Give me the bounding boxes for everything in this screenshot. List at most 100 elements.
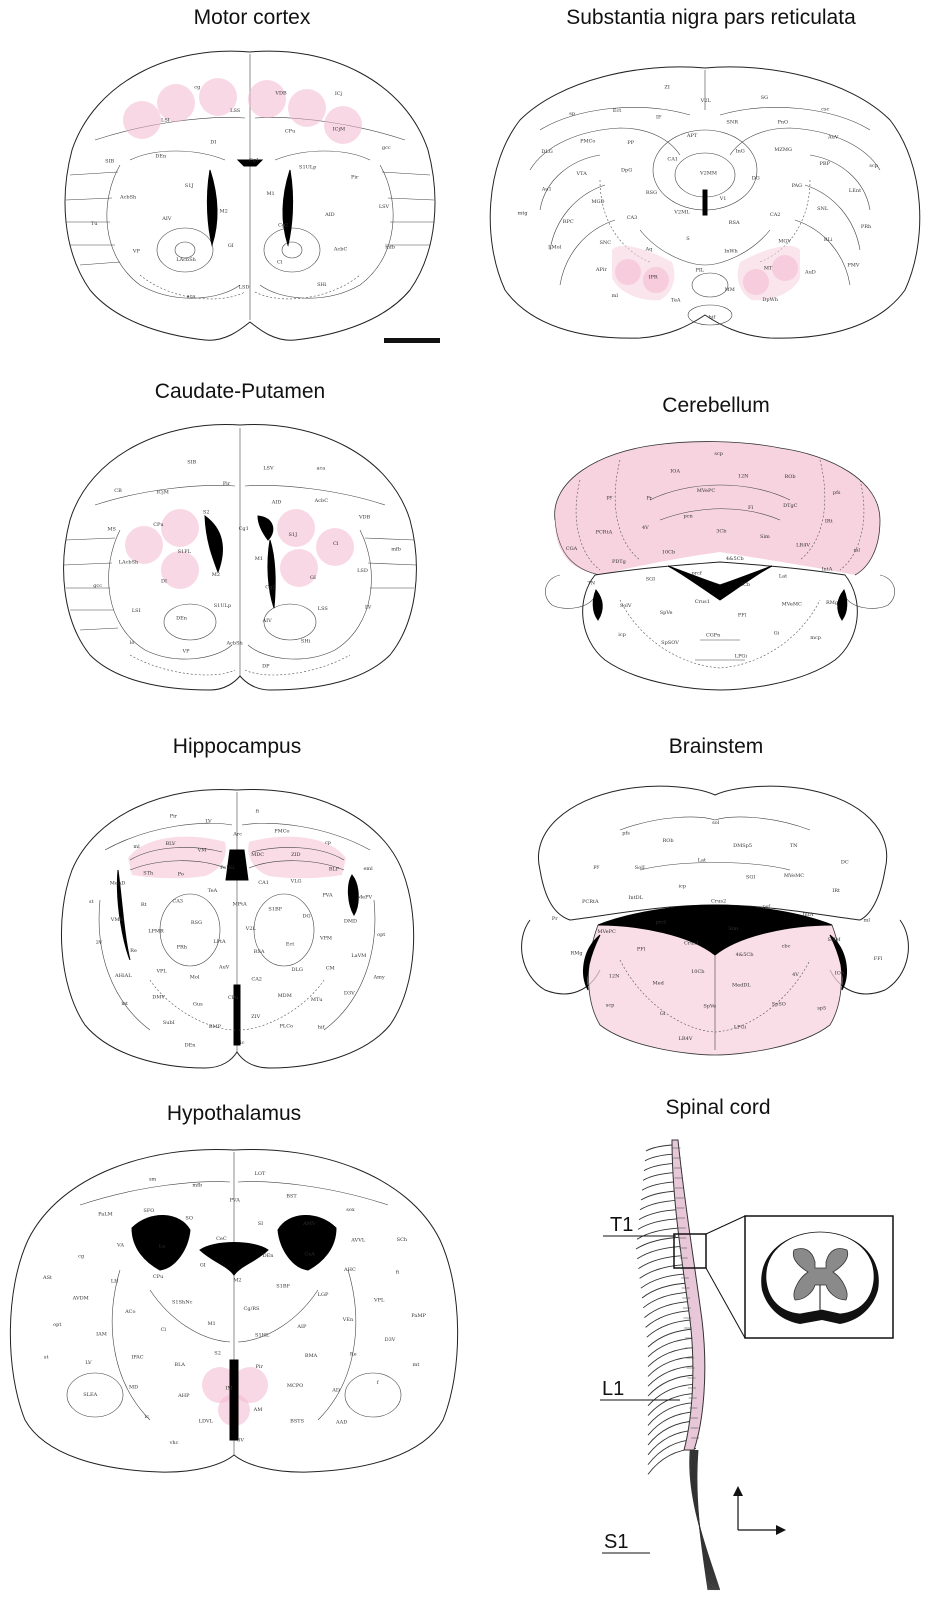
region-label: IF [656,115,662,121]
region-label: scp [869,163,878,169]
region-label: ml [864,918,871,924]
region-label: LSI [161,117,170,123]
region-label: SpSOV [661,640,679,646]
region-label: vhc [169,1440,179,1446]
region-label: Cg1 [249,158,259,164]
region-label: Lat [698,858,706,864]
region-label: LGP [318,1292,329,1298]
region-label: M2 [220,209,228,215]
region-label: BSTS [290,1418,304,1424]
region-label: V2L [700,98,712,104]
region-label: RMg [571,951,584,957]
region-label: SCh [397,1237,408,1243]
region-label: MVeMC [782,602,802,608]
spinal-nerve [648,1384,696,1406]
region-label: CPu [228,995,239,1001]
region-label: VM [197,848,207,854]
region-label: SolM [828,937,841,943]
spinal-nerve [637,1246,685,1259]
region-label: LH [111,1278,119,1284]
region-label: hif [709,314,717,320]
region-label: icp [678,883,686,889]
region-label: CA1 [258,880,269,886]
region-label: MedDL [732,983,751,989]
level-label-t1: T1 [610,1214,633,1236]
spinal-nerve [640,1265,688,1279]
region-label: SubI [163,1020,175,1026]
region-label: SGI [646,577,655,583]
region-label: CA3 [627,215,638,221]
region-label: LAcbSh [176,257,196,263]
region-label: VTA [576,171,588,177]
region-label: Pir [170,814,178,820]
region-label: IntA [822,567,833,573]
region-label: MVePC [697,488,716,494]
region-label: Rt [141,902,147,908]
region-label: S1BF [268,906,282,912]
region-label: psf [762,904,771,910]
region-label: GI [200,1262,206,1268]
injection-site [157,84,195,122]
region-label: PBP [819,161,830,167]
region-label: prcf [656,920,667,926]
region-label: ml [854,548,861,554]
region-label: mt [413,1362,420,1368]
region-label: TN [587,581,595,587]
region-label: Gi [660,1011,666,1017]
region-label: V2MM [699,171,717,177]
region-label: Sim [760,534,770,540]
orientation-arrows [733,1486,786,1535]
region-label: mcp [810,635,821,641]
region-label: SI [258,1221,263,1227]
region-label: M1 [255,556,263,562]
region-label: pfs [833,490,841,496]
region-label: PVA [230,1197,241,1203]
region-label: mfb [385,245,395,251]
region-label: V2L [245,926,257,932]
region-label: GI [310,575,316,581]
region-label: S2 [203,509,210,515]
region-label: InG [736,149,745,155]
region-label: VDB [358,515,371,521]
region-label: VLG [290,879,302,885]
region-label: ACo [124,1309,135,1315]
region-label: AD [331,1388,340,1394]
region-label: DMD [344,918,357,924]
region-label: PCRtA [596,529,613,535]
region-label: LPGi [735,654,748,660]
region-label: ZI [664,85,669,91]
region-label: DpG [621,167,632,173]
region-label: cg [78,1254,85,1260]
region-label: DLG [541,149,552,155]
region-label: SG [761,95,768,101]
spinal-nerve [646,1311,694,1328]
region-label: Lat [779,573,787,579]
motor-cortex-section: M1M2Cg1Cg2S1JS1ULpGIDIAIDAIVCPuClDEnPirL… [65,51,440,343]
region-label: S1ULp [214,603,231,609]
spinal-nerve [645,1154,673,1161]
region-label: CxA [304,1251,315,1257]
region-label: scp [606,1003,615,1009]
region-label: LDVL [199,1419,214,1425]
inset-connector [706,1268,745,1338]
region-label: AHC [343,1267,356,1273]
region-label: CeC [216,1236,227,1242]
region-label: MTu [311,997,323,1003]
region-label: PFl [738,612,747,618]
region-label: opt [53,1322,61,1328]
region-label: RSA [254,949,265,955]
region-label: AuD [804,269,816,275]
region-label: cg [194,84,201,90]
region-label: aca [187,294,196,300]
region-label: Pir [223,481,231,487]
region-label: 4V [792,972,799,978]
spinal-nerve [642,1182,677,1190]
spinal-nerve [646,1145,672,1151]
region-label: MS [107,527,116,533]
region-label: CGA [566,546,578,552]
region-label: sp [569,111,575,117]
region-label: M2 [233,1278,241,1284]
region-label: LR4V [679,1036,693,1042]
region-label: RSA [729,220,740,226]
hypothalamus-section: Cg/RSM1M2S1HLS1ShNcS1BFS2GIAIPClDEnPirCP… [10,1149,457,1472]
